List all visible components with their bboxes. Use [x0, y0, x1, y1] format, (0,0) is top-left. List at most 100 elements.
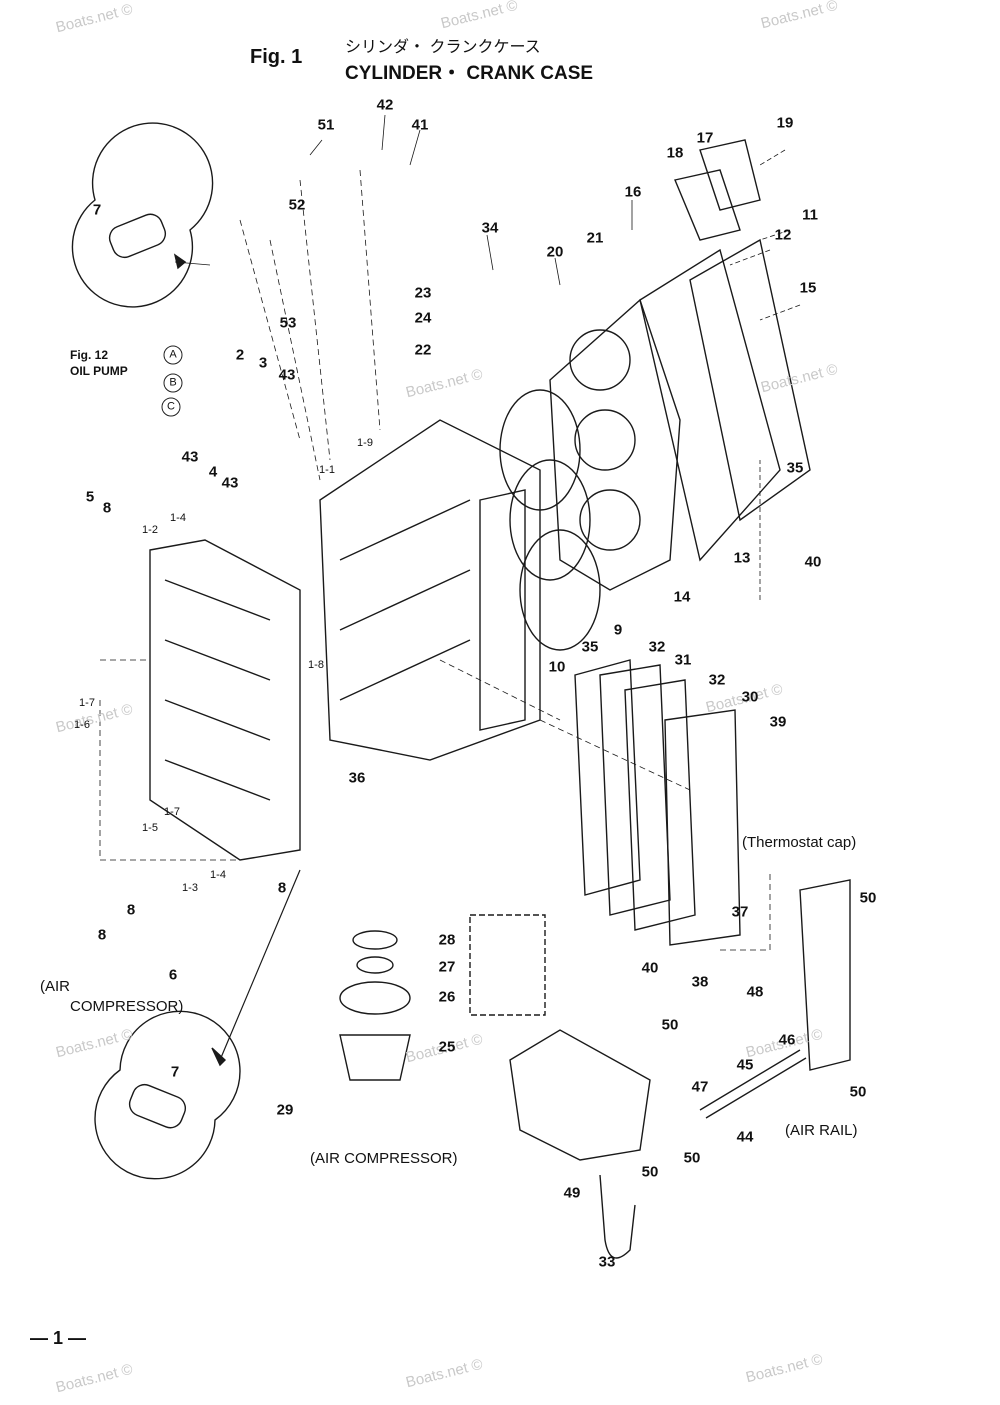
callout-4: 4	[208, 463, 218, 481]
callout-44: 44	[736, 1128, 754, 1146]
callout-1-7: 1-7	[164, 806, 180, 818]
oil-pump-reference: OIL PUMP	[70, 364, 128, 378]
callout-32: 32	[648, 638, 666, 656]
callout-1-7: 1-7	[79, 697, 95, 709]
callout-27: 27	[438, 958, 456, 976]
callout-23: 23	[414, 284, 432, 302]
callout-22: 22	[414, 341, 432, 359]
callout-1-1: 1-1	[319, 464, 335, 476]
figure-number: Fig. 1	[250, 46, 303, 68]
exhaust-plate	[600, 665, 670, 915]
circled-label-a: A	[163, 345, 183, 365]
callout-28: 28	[438, 931, 456, 949]
callout-35: 35	[581, 638, 599, 656]
callout-8: 8	[102, 499, 112, 517]
callout-50: 50	[661, 1016, 679, 1034]
head-cover-gasket	[640, 250, 780, 560]
callout-50: 50	[859, 889, 877, 907]
seal-housing	[340, 1035, 410, 1080]
callout-1-6: 1-6	[74, 719, 90, 731]
callout-49: 49	[563, 1184, 581, 1202]
callout-32: 32	[708, 671, 726, 689]
detail-bubble-bottom	[95, 1011, 240, 1178]
detail-bubble-top	[72, 123, 212, 307]
head-cover	[690, 240, 810, 520]
callout-29: 29	[276, 1101, 294, 1119]
title-english: CYLINDER・ CRANK CASE	[345, 63, 594, 84]
head-gasket	[500, 390, 580, 510]
callout-37: 37	[731, 903, 749, 921]
callout-36: 36	[348, 769, 366, 787]
exhaust-gasket-1	[575, 660, 640, 895]
callout-47: 47	[691, 1078, 709, 1096]
callout-8: 8	[277, 879, 287, 897]
callout-52: 52	[288, 196, 306, 214]
circled-label-c: C	[161, 397, 181, 417]
callout-43: 43	[221, 474, 239, 492]
air-rail-note: (AIR RAIL)	[785, 1122, 858, 1139]
callout-19: 19	[776, 114, 794, 132]
callout-20: 20	[546, 243, 564, 261]
callout-17: 17	[696, 129, 714, 147]
oil-seal	[353, 931, 397, 949]
callout-41: 41	[411, 116, 429, 134]
callout-1-5: 1-5	[142, 822, 158, 834]
callout-25: 25	[438, 1038, 456, 1056]
callout-35: 35	[786, 459, 804, 477]
callout-39: 39	[769, 713, 787, 731]
fig-12-reference: Fig. 12	[70, 348, 109, 362]
callout-43: 43	[181, 448, 199, 466]
callout-1-3: 1-3	[182, 882, 198, 894]
callout-21: 21	[586, 229, 604, 247]
callout-34: 34	[481, 219, 499, 237]
callout-51: 51	[317, 116, 335, 134]
callout-7: 7	[170, 1063, 180, 1081]
callout-10: 10	[548, 658, 566, 676]
block-gasket	[480, 490, 525, 730]
callout-33: 33	[598, 1253, 616, 1271]
callout-30: 30	[741, 688, 759, 706]
callout-8: 8	[97, 926, 107, 944]
cylinder-block	[320, 420, 540, 760]
callout-6: 6	[168, 966, 178, 984]
callout-40: 40	[804, 553, 822, 571]
air-compressor-note-bottom: (AIR COMPRESSOR)	[310, 1150, 458, 1167]
callout-50: 50	[641, 1163, 659, 1181]
callout-26: 26	[438, 988, 456, 1006]
callout-40: 40	[641, 959, 659, 977]
callout-43: 43	[278, 366, 296, 384]
air-compressor-note-left: (AIR	[40, 978, 70, 995]
callout-48: 48	[746, 983, 764, 1001]
callout-15: 15	[799, 279, 817, 297]
callout-1-2: 1-2	[142, 524, 158, 536]
callout-11: 11	[802, 206, 818, 224]
exhaust-cover	[665, 710, 740, 945]
callout-38: 38	[691, 973, 709, 991]
exhaust-gasket-2	[625, 680, 695, 930]
callout-8: 8	[126, 901, 136, 919]
cylinder-head	[550, 300, 680, 590]
callout-50: 50	[683, 1149, 701, 1167]
callout-13: 13	[733, 549, 751, 567]
title-japanese: シリンダ・ クランクケース	[345, 39, 541, 56]
callout-53: 53	[279, 314, 297, 332]
air-compressor-note-left: COMPRESSOR)	[70, 998, 184, 1015]
callout-1-8: 1-8	[308, 659, 324, 671]
callout-1-4: 1-4	[170, 512, 186, 524]
callout-24: 24	[414, 309, 432, 327]
callout-50: 50	[849, 1083, 867, 1101]
air-rail	[800, 880, 850, 1070]
hose-49	[600, 1175, 635, 1258]
thermostat-cover	[675, 170, 740, 240]
callout-46: 46	[778, 1031, 796, 1049]
callout-1-4: 1-4	[210, 869, 226, 881]
callout-31: 31	[674, 651, 692, 669]
callout-18: 18	[666, 144, 684, 162]
callout-9: 9	[613, 621, 623, 639]
callout-42: 42	[376, 96, 394, 114]
callout-1-9: 1-9	[357, 437, 373, 449]
thermostat-cap-note: (Thermostat cap)	[742, 834, 857, 851]
callout-12: 12	[774, 226, 792, 244]
callout-7: 7	[92, 201, 102, 219]
